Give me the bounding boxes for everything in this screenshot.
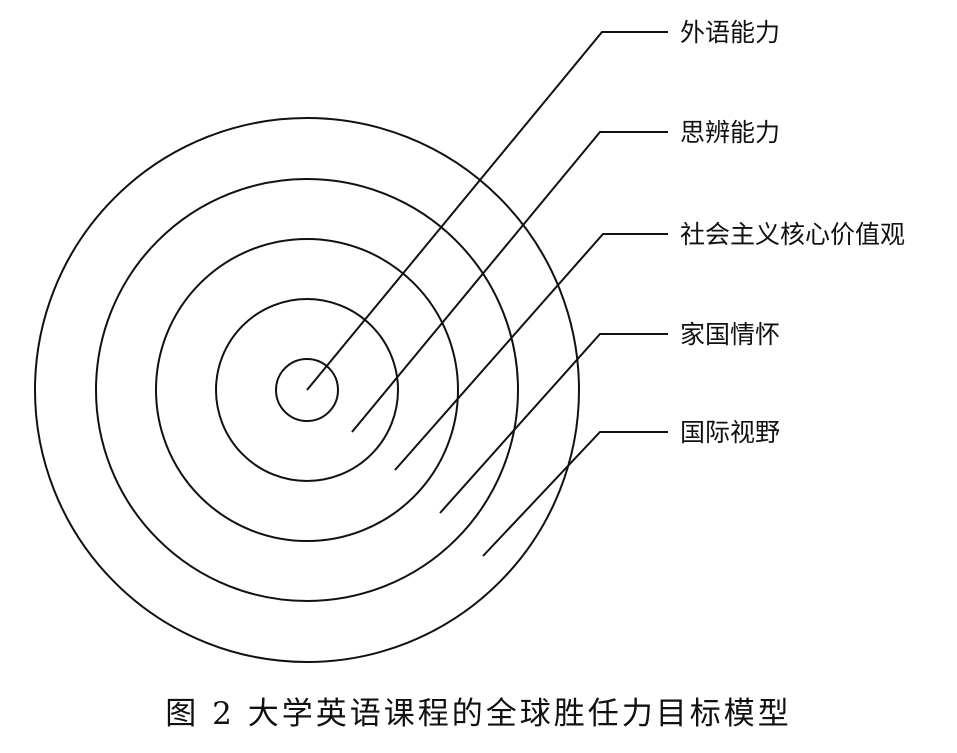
leader-line-national-sentiment [439, 333, 668, 514]
leader-line-global-vision [482, 431, 668, 557]
leader-line-core-values [394, 233, 668, 471]
ring-core-values [155, 238, 459, 542]
ring-critical-thinking [215, 298, 399, 482]
label-core-values: 社会主义核心价值观 [680, 220, 905, 249]
label-foreign-language: 外语能力 [680, 18, 780, 47]
leader-line-foreign-language [306, 31, 668, 391]
concentric-model-diagram: 外语能力 思辨能力 社会主义核心价值观 家国情怀 国际视野 [34, 18, 905, 663]
label-critical-thinking: 思辨能力 [680, 118, 780, 147]
leader-line-critical-thinking [351, 131, 668, 433]
label-global-vision: 国际视野 [680, 418, 780, 447]
label-national-sentiment: 家国情怀 [680, 320, 780, 349]
ring-inner-foreign-language [275, 358, 339, 422]
figure-caption: 图 2 大学英语课程的全球胜任力目标模型 [165, 696, 792, 732]
ring-national-sentiment [95, 178, 519, 602]
ring-outer-global-vision [34, 117, 580, 663]
